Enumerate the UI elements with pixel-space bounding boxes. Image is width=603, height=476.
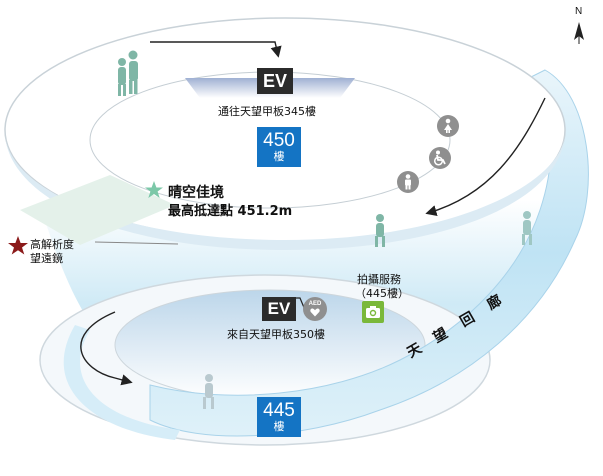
female-restroom-icon <box>437 115 459 137</box>
arrow-upper-right <box>425 97 546 217</box>
telescope-pointer <box>94 241 179 245</box>
floor-445-number: 445 <box>263 399 295 421</box>
photo-service-label-line2: （445樓） <box>355 287 409 300</box>
arrow-upper-entry <box>150 41 282 58</box>
corridor-lower-curve <box>63 325 180 440</box>
person-walking-figure <box>522 211 532 245</box>
star-icon <box>8 236 28 255</box>
tembo-corridor-band <box>149 69 589 437</box>
telescope-label-line1: 高解析度 <box>30 238 74 251</box>
male-restroom-icon <box>397 171 419 193</box>
person-walking-figure <box>203 374 214 409</box>
star-icon <box>145 181 163 198</box>
person-walking-figure <box>375 214 385 247</box>
sky-highest-point-title: 晴空佳境 <box>168 185 224 201</box>
upper-elevator-caption: 通往天望甲板345樓 <box>218 105 316 118</box>
upper-elevator-badge: EV <box>257 68 293 94</box>
arrow-lower-left <box>80 311 133 386</box>
aed-label: AED <box>308 301 322 307</box>
wheelchair-icon <box>429 147 451 169</box>
telescope-label-line2: 望遠鏡 <box>30 252 63 265</box>
photo-service-label-line1: 拍攝服務 <box>357 273 401 286</box>
lower-elevator-caption: 來自天望甲板350樓 <box>227 328 325 341</box>
north-arrow-icon <box>574 22 584 44</box>
north-label: N <box>575 6 583 17</box>
aed-icon: AED <box>303 297 327 321</box>
sky-floor-patch <box>20 175 175 245</box>
floor-450-unit: 樓 <box>273 150 285 163</box>
floor-450-number: 450 <box>263 129 295 151</box>
person-walking-figure <box>118 50 138 96</box>
sky-highest-point-height: 最高抵達點 451.2m <box>168 204 293 219</box>
camera-icon <box>362 301 384 323</box>
lower-elevator-badge: EV <box>262 297 296 321</box>
floor-450-badge: 450 樓 <box>257 127 301 167</box>
floor-445-badge: 445 樓 <box>257 397 301 437</box>
floor-445-unit: 樓 <box>273 420 285 433</box>
